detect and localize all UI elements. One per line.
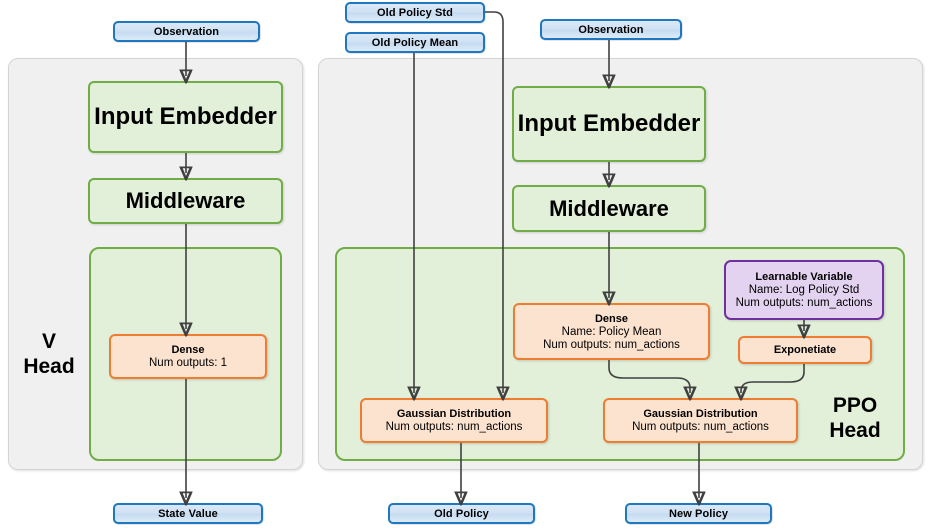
ppo-head-title-line2: Head — [829, 419, 881, 442]
input-observation-ppo[interactable]: Observation — [540, 19, 682, 40]
ppo-head-dense-num-outputs: Num outputs: num_actions — [543, 338, 680, 351]
ppo-head-title: PPO Head — [812, 388, 898, 450]
output-state-value-label: State Value — [158, 507, 218, 520]
ppo-head-dense-policy-mean[interactable]: Dense Name: Policy Mean Num outputs: num… — [513, 303, 710, 360]
input-observation-v-label: Observation — [153, 25, 220, 38]
v-head-title-line2: Head — [23, 355, 75, 378]
wire-exponentiate-to-gaussian-new — [741, 364, 805, 393]
output-old-policy[interactable]: Old Policy — [388, 503, 535, 524]
v-head-middleware[interactable]: Middleware — [88, 178, 283, 224]
ppo-head-middleware[interactable]: Middleware — [512, 185, 706, 232]
gaussian-new-title: Gaussian Distribution — [643, 408, 758, 420]
gaussian-new-num-outputs: Num outputs: num_actions — [632, 421, 769, 433]
v-head-dense-title: Dense — [171, 344, 205, 356]
ppo-head-dense-name: Name: Policy Mean — [561, 325, 662, 338]
output-new-policy-label: New Policy — [668, 507, 729, 520]
wire-dense-to-gaussian-new — [608, 360, 690, 393]
v-head-input-embedder[interactable]: Input Embedder — [88, 81, 283, 153]
ppo-head-title-line1: PPO — [832, 394, 878, 418]
input-old-policy-std-label: Old Policy Std — [377, 6, 453, 19]
output-old-policy-label: Old Policy — [434, 507, 489, 520]
ppo-head-gaussian-new-policy[interactable]: Gaussian Distribution Num outputs: num_a… — [603, 398, 798, 443]
exponentiate-title: Exponetiate — [773, 344, 837, 356]
wire-old-policy-std-to-gaussian — [485, 11, 503, 393]
input-old-policy-mean-label: Old Policy Mean — [371, 36, 459, 49]
v-head-middleware-label: Middleware — [125, 188, 246, 213]
v-head-title: V Head — [10, 325, 88, 385]
gaussian-old-title: Gaussian Distribution — [396, 408, 512, 420]
ppo-head-learnable-variable[interactable]: Learnable Variable Name: Log Policy Std … — [724, 260, 884, 320]
v-head-input-embedder-label: Input Embedder — [94, 103, 277, 130]
ppo-head-input-embedder-label: Input Embedder — [517, 110, 701, 137]
learnable-variable-num-outputs: Num outputs: num_actions — [735, 297, 873, 309]
v-head-dense-num-outputs: Num outputs: 1 — [149, 357, 227, 369]
input-old-policy-mean[interactable]: Old Policy Mean — [345, 32, 485, 53]
input-observation-v[interactable]: Observation — [113, 21, 260, 42]
learnable-variable-title: Learnable Variable — [755, 271, 853, 283]
ppo-head-middleware-label: Middleware — [549, 195, 669, 221]
v-head-title-line1: V — [41, 330, 56, 354]
gaussian-old-num-outputs: Num outputs: num_actions — [385, 421, 523, 433]
learnable-variable-name: Name: Log Policy Std — [748, 284, 860, 296]
input-observation-ppo-label: Observation — [578, 23, 644, 36]
ppo-head-dense-title: Dense — [594, 312, 629, 325]
ppo-head-gaussian-old-policy[interactable]: Gaussian Distribution Num outputs: num_a… — [360, 398, 548, 443]
input-old-policy-std[interactable]: Old Policy Std — [345, 2, 485, 23]
